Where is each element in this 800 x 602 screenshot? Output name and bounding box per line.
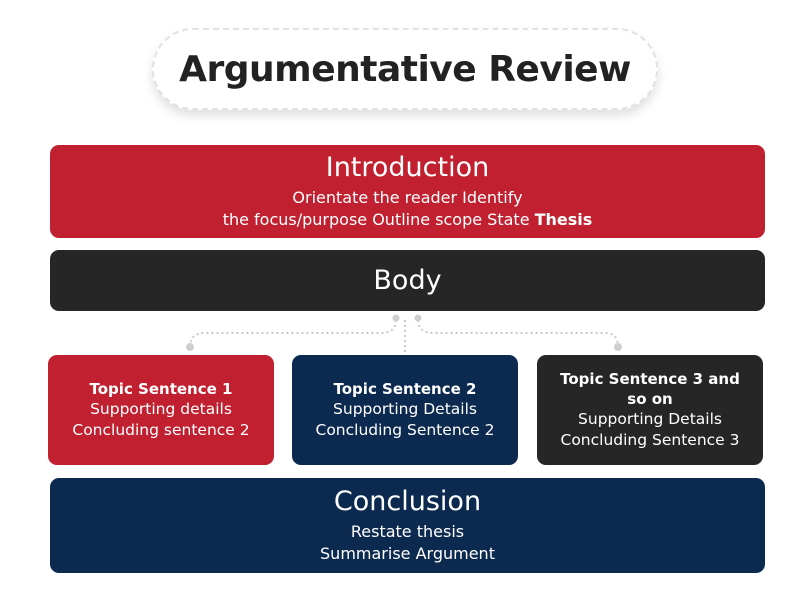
topic-line: Supporting details (90, 400, 232, 418)
topic-title: Topic Sentence 1 (89, 380, 233, 398)
connector-dot (186, 343, 194, 351)
body-heading: Body (373, 265, 442, 296)
conclusion-box: Conclusion Restate thesis Summarise Argu… (50, 478, 765, 573)
connector-right (417, 319, 619, 348)
topic-box-1: Topic Sentence 1 Supporting details Conc… (48, 355, 274, 465)
topic-line: Concluding Sentence 3 (560, 431, 740, 449)
introduction-line-2: the focus/purpose Outline scope State Th… (223, 209, 593, 231)
connector-left (189, 319, 397, 348)
connector-dot (614, 343, 622, 351)
topic-line: Supporting Details (333, 400, 477, 418)
introduction-line-1: Orientate the reader Identify (292, 188, 523, 207)
topic-box-3: Topic Sentence 3 and so on Supporting De… (537, 355, 763, 465)
thesis-bold: Thesis (534, 210, 593, 229)
topic-title: Topic Sentence 2 (333, 380, 477, 398)
conclusion-line: Restate thesis (350, 522, 465, 541)
connector-dot (392, 314, 400, 322)
introduction-line-2-text: the focus/purpose Outline scope State (222, 210, 535, 229)
body-box: Body (50, 250, 765, 311)
topic-title: Topic Sentence 3 and so on (560, 370, 740, 408)
introduction-heading: Introduction (325, 152, 490, 183)
title-pill: Argumentative Review (152, 28, 658, 110)
conclusion-line: Summarise Argument (320, 544, 495, 563)
introduction-box: Introduction Orientate the reader Identi… (50, 145, 765, 238)
topic-line: Supporting Details (578, 410, 722, 428)
diagram-title: Argumentative Review (179, 48, 631, 90)
topic-box-2: Topic Sentence 2 Supporting Details Conc… (292, 355, 518, 465)
topic-line: Concluding sentence 2 (72, 421, 250, 439)
conclusion-heading: Conclusion (333, 486, 482, 517)
topic-line: Concluding Sentence 2 (315, 421, 495, 439)
connector-dot (414, 314, 422, 322)
